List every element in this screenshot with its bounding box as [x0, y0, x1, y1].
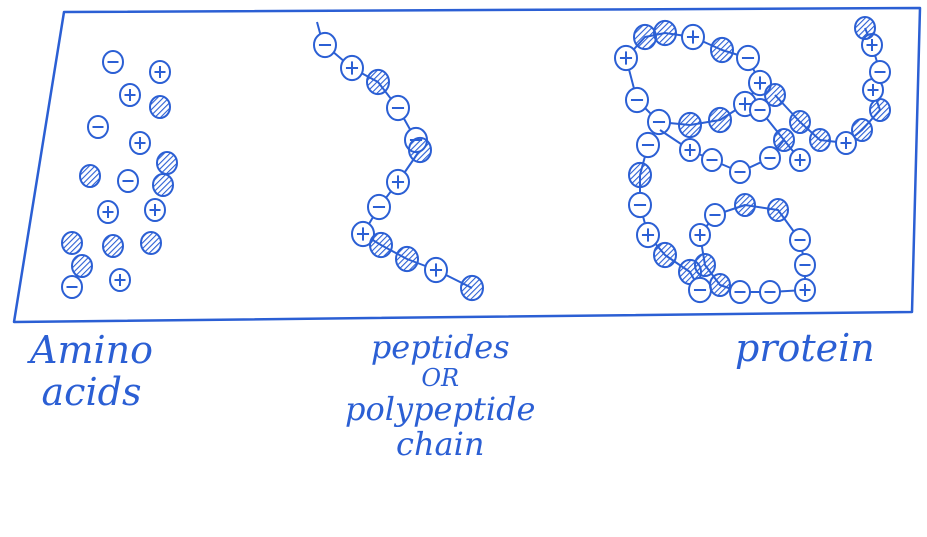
- bead-hatched: [679, 113, 701, 137]
- bead-minus: [870, 61, 890, 83]
- bead-minus: [760, 281, 780, 303]
- bead-minus: [760, 147, 780, 169]
- bead-hatched: [855, 17, 875, 39]
- bead-minus: [314, 33, 336, 57]
- bead-hatched: [370, 233, 392, 257]
- peptide-bond-line: [317, 22, 472, 288]
- bead-hatched: [654, 21, 676, 45]
- bead-hatched: [711, 38, 733, 62]
- bead-hatched: [790, 111, 810, 133]
- bead-minus: [368, 195, 390, 219]
- protein-group: [615, 17, 890, 303]
- bead-hatched: [461, 276, 483, 300]
- bead-hatched: [72, 255, 92, 277]
- bead-hatched: [80, 165, 100, 187]
- amino-acids-group: [62, 51, 177, 298]
- frame-border: [14, 8, 920, 322]
- caption-line: Amino: [30, 330, 153, 372]
- bead-minus: [62, 276, 82, 298]
- bead-plus: [130, 132, 150, 154]
- bead-plus: [145, 199, 165, 221]
- bead-plus: [682, 25, 704, 49]
- bead-minus: [88, 116, 108, 138]
- bead-minus: [705, 204, 725, 226]
- bead-minus: [103, 51, 123, 73]
- bead-minus: [730, 161, 750, 183]
- bead-minus: [387, 96, 409, 120]
- bead-hatched: [852, 119, 872, 141]
- bead-hatched: [103, 235, 123, 257]
- bead-minus: [730, 281, 750, 303]
- bead-plus: [690, 224, 710, 246]
- bead-hatched: [810, 129, 830, 151]
- bead-plus: [615, 46, 637, 70]
- bead-plus: [425, 258, 447, 282]
- bead-minus: [118, 170, 138, 192]
- bead-minus: [629, 193, 651, 217]
- bead-minus: [648, 110, 670, 134]
- bead-plus: [790, 149, 810, 171]
- caption-line: polypeptide: [345, 392, 535, 427]
- caption-protein: protein: [735, 328, 875, 370]
- bead-hatched: [62, 232, 82, 254]
- caption-line: peptides: [345, 330, 535, 365]
- bead-minus: [737, 46, 759, 70]
- peptide-chain-group: [314, 22, 483, 300]
- bead-minus: [626, 88, 648, 112]
- caption-line: chain: [345, 427, 535, 462]
- bead-plus: [387, 170, 409, 194]
- bead-plus: [795, 279, 815, 301]
- bead-plus: [98, 201, 118, 223]
- bead-hatched: [153, 174, 173, 196]
- bead-minus: [689, 278, 711, 302]
- bead-hatched: [774, 129, 794, 151]
- caption-line: OR: [345, 365, 535, 391]
- bead-hatched: [367, 70, 389, 94]
- caption-line: acids: [30, 372, 153, 414]
- bead-plus: [120, 84, 140, 106]
- caption-amino-acids: Amino acids: [30, 330, 153, 414]
- bead-hatched: [141, 232, 161, 254]
- bead-plus: [150, 61, 170, 83]
- bead-minus: [637, 133, 659, 157]
- bead-hatched: [396, 247, 418, 271]
- bead-hatched: [150, 96, 170, 118]
- bead-plus: [110, 269, 130, 291]
- bead-hatched: [710, 274, 730, 296]
- caption-line: protein: [735, 328, 875, 370]
- bead-hatched: [629, 163, 651, 187]
- bead-hatched: [634, 25, 656, 49]
- bead-hatched: [695, 254, 715, 276]
- bead-minus: [795, 254, 815, 276]
- bead-plus: [637, 223, 659, 247]
- bead-hatched: [768, 199, 788, 221]
- bead-hatched: [870, 99, 890, 121]
- caption-peptides: peptides OR polypeptide chain: [345, 330, 535, 462]
- bead-hatched: [709, 108, 731, 132]
- bead-hatched: [157, 152, 177, 174]
- bead-hatched: [654, 243, 676, 267]
- bead-minus: [702, 149, 722, 171]
- bead-minus: [750, 99, 770, 121]
- bead-plus: [341, 56, 363, 80]
- bead-hatched: [409, 138, 431, 162]
- bead-hatched: [735, 194, 755, 216]
- bead-minus: [790, 229, 810, 251]
- bead-plus: [680, 139, 700, 161]
